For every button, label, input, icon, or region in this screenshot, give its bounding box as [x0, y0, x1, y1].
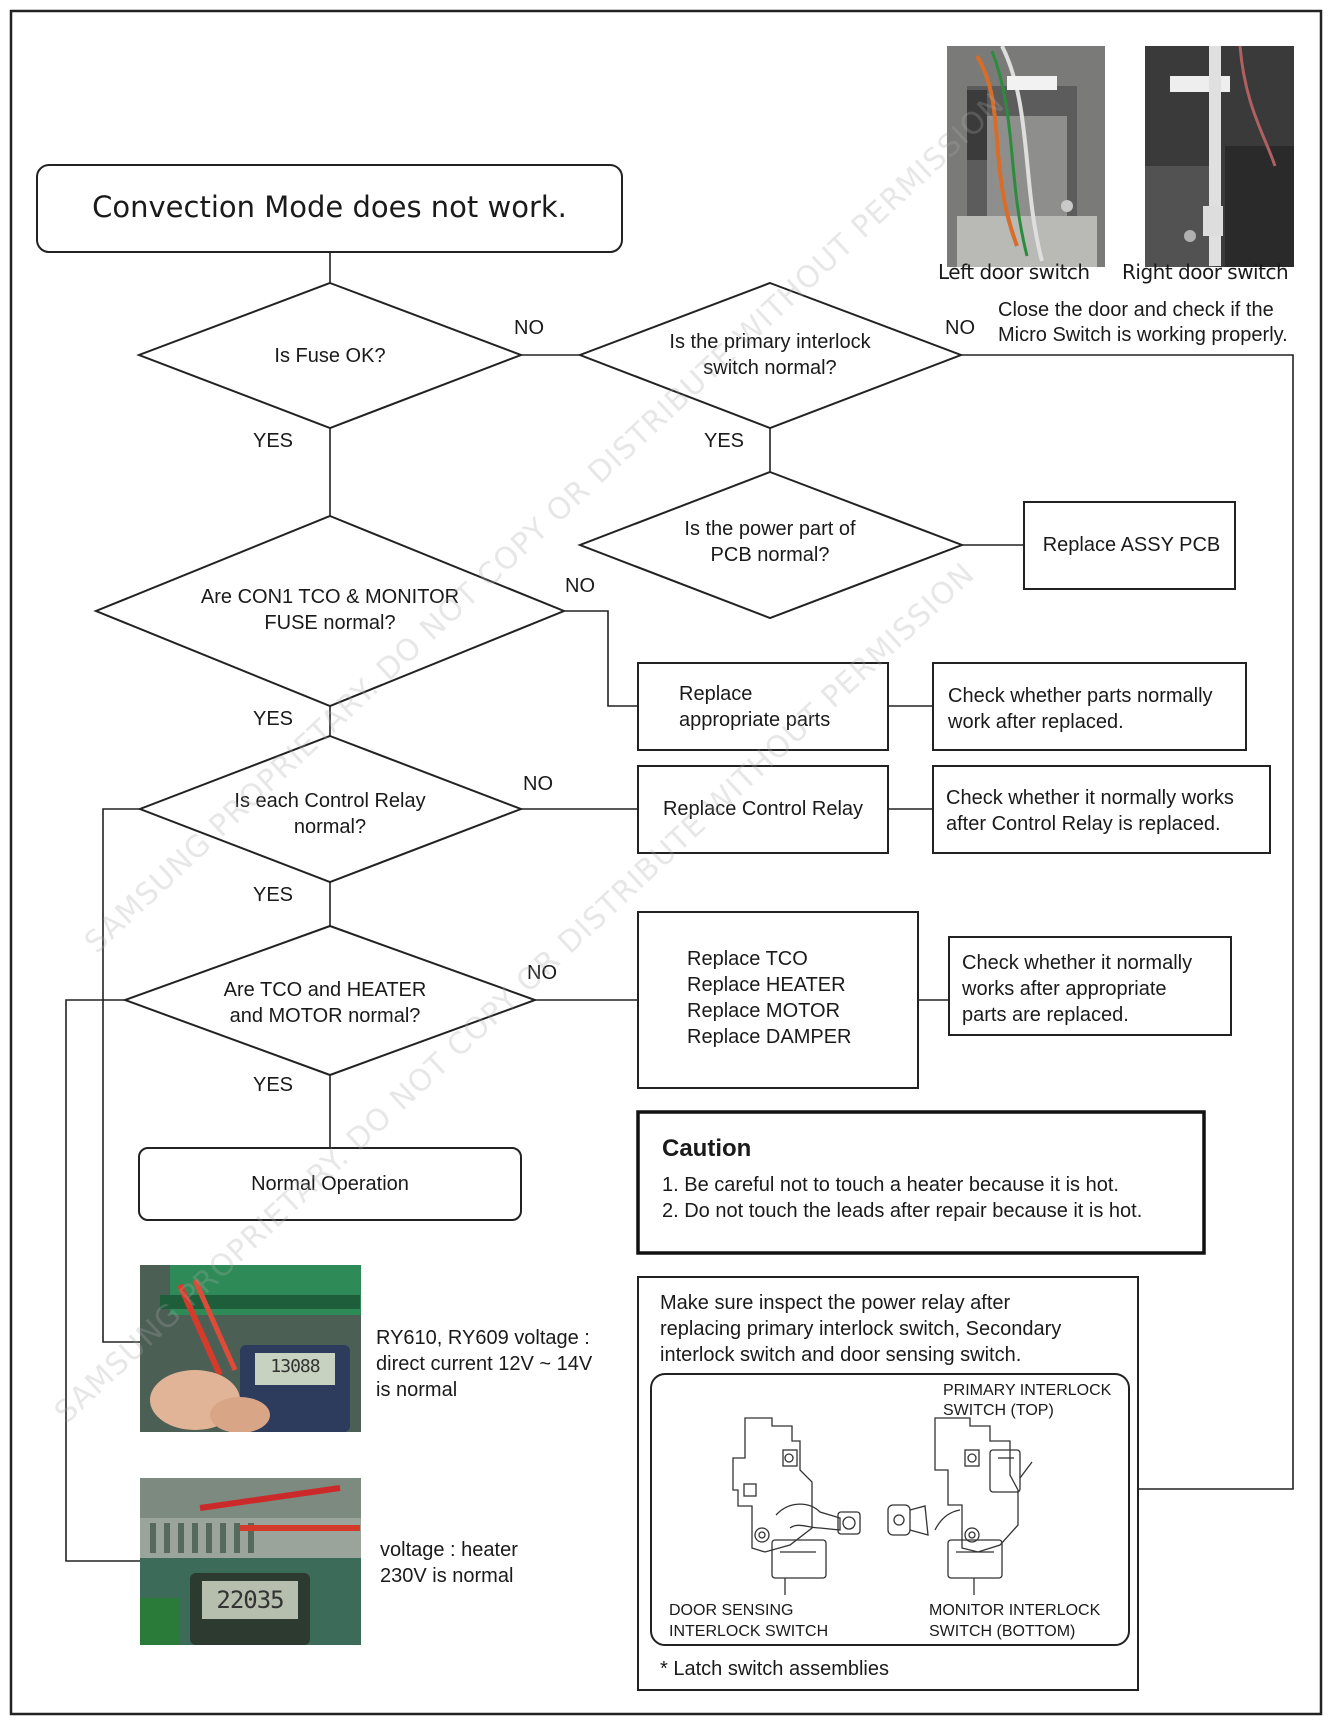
decision-power-part-line2: PCB normal? [710, 544, 830, 566]
door-note-line2: Micro Switch is working properly. [998, 324, 1288, 346]
box-replace-pcb [1023, 501, 1236, 590]
decision-relay-line2: normal? [293, 816, 367, 838]
right-door-switch-caption: Right door switch [1122, 260, 1289, 284]
replace-relay-label: Replace Control Relay [662, 798, 864, 820]
no-label-con1: NO [565, 575, 595, 597]
inspect-line3: interlock switch and door sensing switch… [660, 1344, 1022, 1366]
replace-parts-line2: appropriate parts [679, 709, 831, 731]
decision-relay-line1: Is each Control Relay [234, 790, 426, 812]
yes-label-con1: YES [253, 708, 294, 730]
no-label-relay: NO [523, 773, 553, 795]
connector [65, 999, 140, 1562]
relay-voltage-line3: is normal [376, 1379, 458, 1401]
caution-item-1: 1. Be careful not to touch a heater beca… [662, 1174, 1119, 1196]
latch-note: * Latch switch assemblies [660, 1658, 889, 1680]
box-caution [636, 1110, 1206, 1255]
yes-label-relay: YES [253, 884, 294, 906]
replace-tco-line: Replace TCO [687, 948, 808, 970]
check-tco-line2: works after appropriate [962, 978, 1167, 1000]
check-relay-line1: Check whether it normally works [946, 787, 1234, 809]
box-check-parts [932, 662, 1247, 751]
yes-label-primary: YES [704, 430, 745, 452]
primary-interlock-label-line1: PRIMARY INTERLOCK [943, 1382, 1112, 1399]
no-label-tco: NO [527, 962, 557, 984]
relay-meter-display: 13088 [270, 1356, 320, 1377]
left-door-switch-caption: Left door switch [938, 260, 1090, 284]
decision-primary-interlock-line2: switch normal? [703, 357, 837, 379]
door-sensing-label-line1: DOOR SENSING [669, 1602, 794, 1619]
decision-con1-line2: FUSE normal? [264, 612, 396, 634]
decision-tco-line1: Are TCO and HEATER [223, 979, 427, 1001]
decision-primary-interlock [577, 281, 964, 430]
replace-parts-line1: Replace [679, 683, 753, 705]
normal-operation-label: Normal Operation [251, 1173, 409, 1195]
decision-primary-interlock-line1: Is the primary interlock [669, 331, 871, 353]
heater-voltage-line2: 230V is normal [380, 1565, 514, 1587]
box-normal-operation [138, 1147, 522, 1221]
yes-label-fuse: YES [253, 430, 294, 452]
door-sensing-label-line2: INTERLOCK SWITCH [669, 1623, 829, 1640]
inspect-line1: Make sure inspect the power relay after [660, 1292, 1011, 1314]
relay-voltage-line2: direct current 12V ~ 14V [376, 1353, 593, 1375]
decision-tco [122, 924, 538, 1077]
heater-voltage-line1: voltage : heater [380, 1539, 518, 1561]
page-border [9, 9, 1323, 1716]
right-door-switch-photo [1145, 46, 1294, 267]
no-label-fuse: NO [514, 317, 544, 339]
heater-measurement-photo: 22035 [140, 1478, 361, 1645]
box-replace-tco [637, 911, 919, 1089]
connector [961, 354, 1294, 1490]
replace-damper-line: Replace DAMPER [687, 1026, 852, 1048]
decision-tco-line2: and MOTOR normal? [229, 1005, 421, 1027]
caution-item-2: 2. Do not touch the leads after repair b… [662, 1200, 1143, 1222]
caution-heading: Caution [662, 1135, 752, 1162]
decision-fuse-label: Is Fuse OK? [274, 345, 386, 367]
replace-heater-line: Replace HEATER [687, 974, 846, 996]
no-label-primary: NO [945, 317, 975, 339]
box-replace-parts [637, 662, 889, 751]
decision-con1-line1: Are CON1 TCO & MONITOR [200, 586, 460, 608]
left-door-switch-photo [947, 46, 1105, 267]
decision-fuse [136, 281, 524, 430]
box-check-tco [948, 936, 1232, 1036]
inspect-line2: replacing primary interlock switch, Seco… [660, 1318, 1062, 1340]
monitor-interlock-label-line2: SWITCH (BOTTOM) [929, 1623, 1076, 1640]
yes-label-tco: YES [253, 1074, 294, 1096]
decision-con1 [93, 514, 567, 708]
door-note-line1: Close the door and check if the [998, 299, 1274, 321]
latch-switch-left-drawing [732, 1417, 929, 1595]
relay-measurement-photo: 13088 [140, 1265, 361, 1432]
relay-voltage-line1: RY610, RY609 voltage : [376, 1327, 590, 1349]
latch-switch-right-drawing [934, 1417, 1033, 1595]
check-parts-line2: work after replaced. [948, 711, 1124, 733]
decision-power-part-line1: Is the power part of [684, 518, 856, 540]
box-check-relay [932, 765, 1271, 854]
monitor-interlock-label-line1: MONITOR INTERLOCK [929, 1602, 1101, 1619]
heater-meter-display: 22035 [216, 1586, 284, 1614]
check-tco-line3: parts are replaced. [962, 1004, 1129, 1026]
check-relay-line2: after Control Relay is replaced. [946, 813, 1221, 835]
box-replace-relay [637, 765, 889, 854]
primary-interlock-label-line2: SWITCH (TOP) [943, 1402, 1054, 1419]
check-tco-line1: Check whether it normally [962, 952, 1193, 974]
page-title: Convection Mode does not work. [92, 190, 567, 224]
decision-power-part [577, 470, 965, 620]
replace-pcb-label: Replace ASSY PCB [1042, 534, 1221, 556]
replace-motor-line: Replace MOTOR [687, 1000, 841, 1022]
connector [564, 610, 638, 707]
connector [102, 808, 140, 1343]
decision-control-relay [137, 734, 524, 884]
check-parts-line1: Check whether parts normally [948, 685, 1213, 707]
